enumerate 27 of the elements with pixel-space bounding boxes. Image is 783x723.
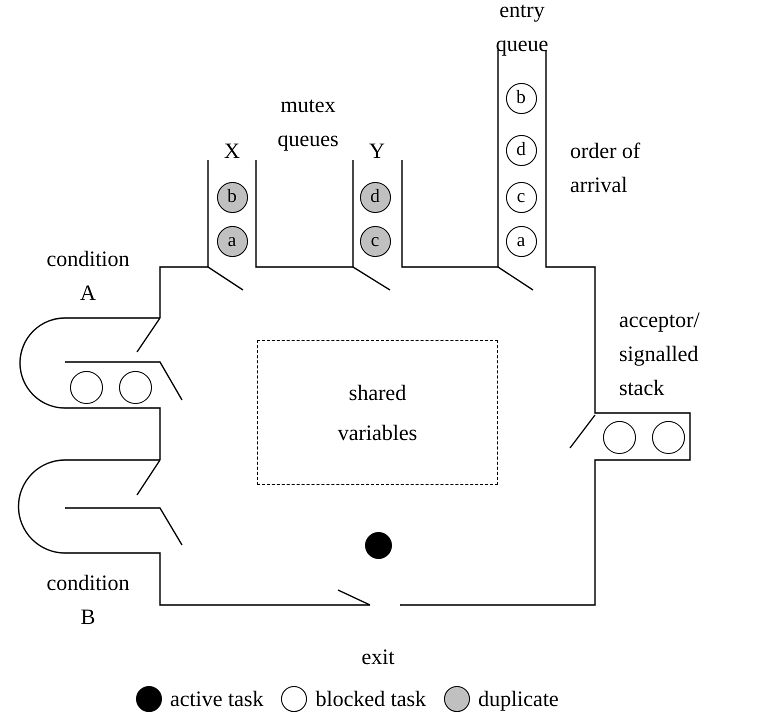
task-circle: b bbox=[216, 182, 248, 212]
task-circle bbox=[652, 420, 684, 454]
task-circle bbox=[118, 370, 152, 404]
diagram-label: mutex queues bbox=[276, 91, 340, 153]
task-circle: c bbox=[360, 226, 390, 256]
diagram-label: condition B bbox=[45, 569, 131, 631]
diagram-label: X bbox=[223, 137, 241, 165]
diagram-label: entry queue bbox=[494, 0, 550, 58]
task-circle: d bbox=[360, 182, 390, 212]
shared-variables-box bbox=[257, 340, 498, 485]
task-circle: c bbox=[506, 182, 536, 212]
diagram-label: order of arrival bbox=[570, 137, 642, 199]
task-circle bbox=[364, 532, 392, 558]
task-circle: b bbox=[506, 82, 536, 114]
task-circle: d bbox=[506, 134, 536, 166]
diagram-label: Y bbox=[368, 137, 386, 165]
legend-label: active task bbox=[170, 686, 264, 712]
diagram-label: acceptor/ signalled stack bbox=[619, 306, 701, 402]
legend-label: duplicate bbox=[478, 686, 559, 712]
legend-label: blocked task bbox=[315, 686, 426, 712]
box-text: shared variables bbox=[336, 378, 418, 446]
task-circle bbox=[602, 420, 636, 454]
diagram-label: condition A bbox=[45, 245, 131, 307]
task-circle: a bbox=[506, 226, 536, 256]
task-circle: a bbox=[216, 226, 248, 256]
task-circle bbox=[70, 370, 102, 404]
diagram-label: exit bbox=[360, 643, 396, 671]
